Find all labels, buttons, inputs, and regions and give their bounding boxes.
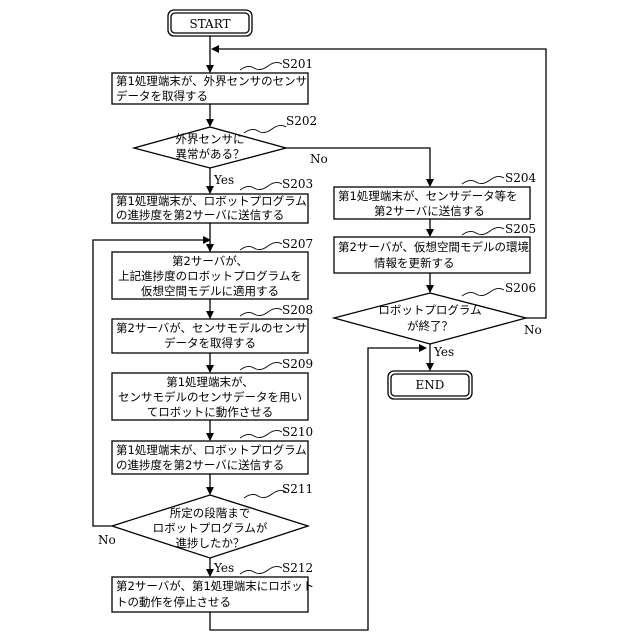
s208-label: S208 — [282, 303, 313, 317]
step-s210: 第1処理端末が、ロボットプログラム の進捗度を第2サーバに送信する S210 — [112, 425, 313, 474]
s201-line-1: 第1処理端末が、外界センサのセンサ — [116, 74, 307, 88]
s208-line-2: データを取得する — [164, 336, 256, 350]
s206-line-2: が終了？ — [407, 319, 453, 333]
s208-leader — [240, 308, 282, 316]
s203-line-1: 第1処理端末が、ロボットプログラム — [116, 194, 307, 208]
s210-line-2: の進捗度を第2サーバに送信する — [116, 458, 284, 472]
s207-leader — [240, 242, 282, 250]
s202-label: S202 — [286, 114, 317, 128]
step-s209: 第1処理端末が、 センサモデルのセンサデータを用い てロボットに動作させる S2… — [112, 357, 313, 420]
s211-leader — [244, 490, 286, 498]
s205-line-2: 情報を更新する — [374, 256, 455, 270]
step-s203: 第1処理端末が、ロボットプログラム の進捗度を第2サーバに送信する S203 — [112, 177, 313, 223]
s212-leader — [240, 566, 282, 574]
s202-yes-label: Yes — [213, 173, 234, 187]
s212-line-1: 第2サーバが、第1処理端末にロボット — [116, 579, 314, 593]
s206-leader — [462, 288, 504, 296]
step-s201: 第1処理端末が、外界センサのセンサ データを取得する S201 — [112, 57, 313, 104]
s202-no-label: No — [310, 152, 328, 166]
s211-line-1: 所定の段階まで — [170, 506, 251, 520]
end-terminal: END — [388, 371, 472, 399]
s210-leader — [240, 430, 282, 438]
s201-line-2: データを取得する — [116, 89, 208, 103]
start-label: START — [189, 17, 230, 31]
step-s205: 第2サーバが、仮想空間モデルの環境 情報を更新する S205 — [334, 222, 536, 273]
s210-label: S210 — [282, 425, 313, 439]
s201-label: S201 — [282, 57, 313, 71]
s209-line-2: センサモデルのセンサデータを用い — [118, 390, 302, 404]
s207-line-3: 仮想空間モデルに適用する — [141, 284, 279, 298]
s202-line-1: 外界センサに — [176, 132, 245, 146]
s204-label: S204 — [505, 171, 536, 185]
s201-leader — [240, 62, 282, 70]
s210-line-1: 第1処理端末が、ロボットプログラム — [116, 443, 307, 457]
s203-leader — [240, 182, 282, 190]
s211-no-label: No — [98, 533, 116, 547]
start-terminal: START — [168, 10, 252, 36]
s204-line-2: 第2サーバに送信する — [374, 204, 485, 218]
s203-label: S203 — [282, 177, 313, 191]
s208-line-1: 第2サーバが、センサモデルのセンサ — [116, 321, 307, 335]
s209-line-3: てロボットに動作させる — [147, 405, 274, 419]
s209-line-1: 第1処理端末が、 — [166, 375, 254, 389]
s207-label: S207 — [282, 237, 313, 251]
s212-line-2: トの動作を停止させる — [116, 595, 231, 609]
s205-leader — [462, 227, 504, 235]
s207-line-1: 第2サーバが、 — [172, 254, 248, 268]
step-s207: 第2サーバが、 上記進捗度のロボットプログラムを 仮想空間モデルに適用する S2… — [112, 237, 313, 299]
s205-line-1: 第2サーバが、仮想空間モデルの環境 — [338, 240, 529, 254]
s211-line-2: ロボットプログラムが — [153, 521, 268, 535]
s203-line-2: の進捗度を第2サーバに送信する — [116, 208, 284, 222]
s206-yes-label: Yes — [433, 345, 454, 359]
s206-line-1: ロボットプログラム — [378, 303, 481, 317]
end-label: END — [416, 378, 445, 392]
s211-label: S211 — [282, 482, 313, 496]
s211-line-3: 進捗したか？ — [176, 536, 245, 550]
s211-yes-label: Yes — [213, 561, 234, 575]
s205-label: S205 — [505, 222, 536, 236]
s212-label: S212 — [282, 561, 313, 575]
s206-label: S206 — [505, 281, 536, 295]
s204-line-1: 第1処理端末が、センサデータ等を — [338, 189, 518, 203]
step-s208: 第2サーバが、センサモデルのセンサ データを取得する S208 — [112, 303, 313, 353]
step-s211: 所定の段階まで ロボットプログラムが 進捗したか？ S211 No Yes — [98, 482, 313, 575]
s204-leader — [462, 176, 504, 184]
s202-leader — [244, 125, 286, 133]
s207-line-2: 上記進捗度のロボットプログラムを — [118, 269, 302, 283]
s209-label: S209 — [282, 357, 313, 371]
step-s204: 第1処理端末が、センサデータ等を 第2サーバに送信する S204 — [334, 171, 536, 219]
s202-line-2: 異常がある？ — [176, 147, 245, 161]
s209-leader — [240, 362, 282, 370]
s206-no-label: No — [524, 323, 542, 337]
step-s206: ロボットプログラム が終了？ S206 No Yes — [334, 281, 542, 359]
